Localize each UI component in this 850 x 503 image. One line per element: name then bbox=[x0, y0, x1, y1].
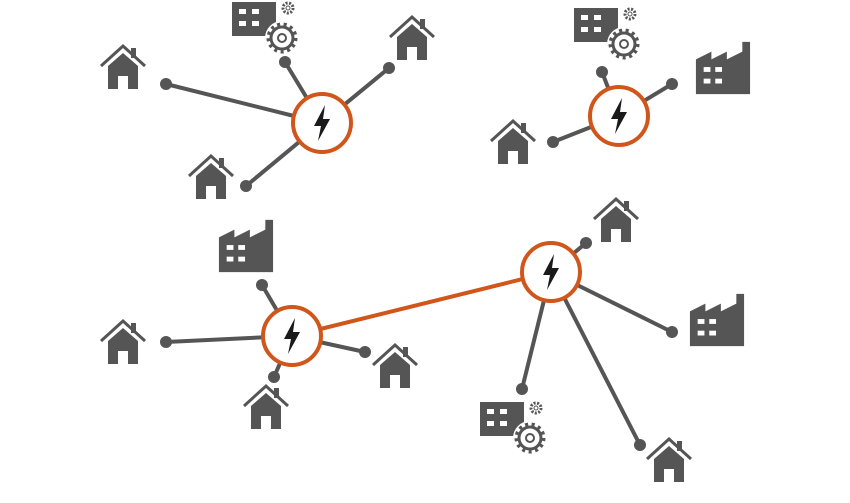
endpoint-dot bbox=[580, 237, 592, 249]
house-icon bbox=[388, 15, 436, 62]
house-icon bbox=[489, 119, 537, 166]
house-icon bbox=[99, 319, 147, 366]
house-icon bbox=[645, 437, 693, 484]
power-hub-lightning-icon bbox=[588, 85, 650, 147]
hub-interconnection-link bbox=[291, 270, 552, 338]
house-icon bbox=[242, 384, 290, 431]
house-icon bbox=[187, 154, 235, 201]
house-icon bbox=[371, 343, 419, 390]
endpoint-dot bbox=[634, 439, 646, 451]
endpoint-dot bbox=[666, 326, 678, 338]
power-hub-lightning-icon bbox=[291, 92, 353, 154]
power-hub-lightning-icon bbox=[261, 305, 323, 367]
link bbox=[549, 271, 642, 446]
endpoint-dot bbox=[666, 78, 678, 90]
endpoint-dot bbox=[359, 346, 371, 358]
factory-icon bbox=[689, 293, 745, 347]
endpoint-dot bbox=[516, 383, 528, 395]
endpoint-dot bbox=[383, 62, 395, 74]
endpoint-dot bbox=[268, 371, 280, 383]
endpoint-dot bbox=[547, 136, 559, 148]
endpoint-dot bbox=[240, 180, 252, 192]
office-building-gears-icon bbox=[230, 0, 300, 57]
factory-icon bbox=[695, 41, 751, 95]
endpoint-dot bbox=[596, 66, 608, 78]
house-icon bbox=[99, 44, 147, 91]
link-endpoints bbox=[160, 56, 678, 451]
office-building-gears-icon bbox=[478, 400, 548, 457]
power-hub-lightning-icon bbox=[520, 241, 582, 303]
endpoint-dot bbox=[160, 78, 172, 90]
factory-icon bbox=[218, 219, 274, 273]
endpoint-dot bbox=[160, 336, 172, 348]
endpoint-dot bbox=[256, 279, 268, 291]
endpoint-dot bbox=[279, 56, 291, 68]
office-building-gears-icon bbox=[572, 6, 642, 63]
house-icon bbox=[592, 197, 640, 244]
